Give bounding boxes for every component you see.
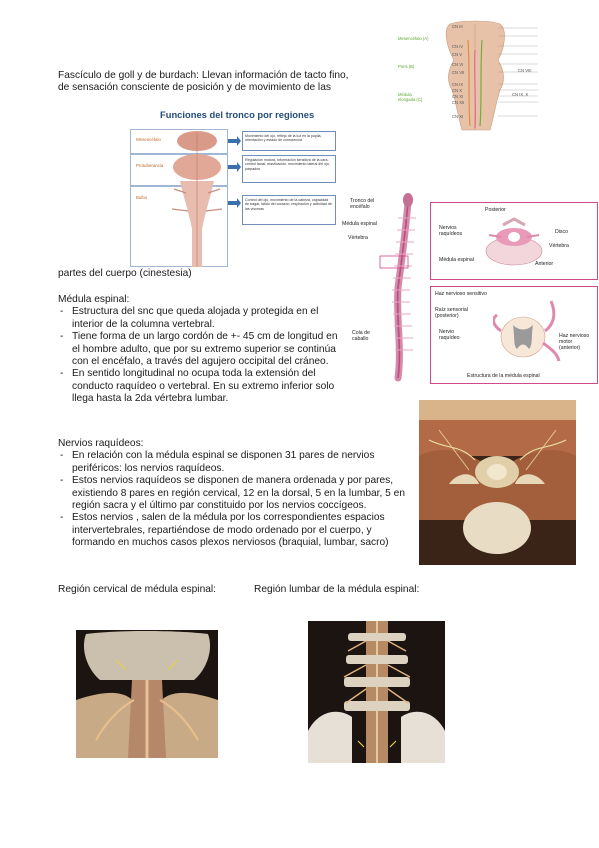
spine-inset-bottom: Haz nervioso sensitivo Raíz sensorial (p… [430,286,598,384]
inset-label-5: Anterior [535,261,554,267]
vertebra-illustration [485,217,543,266]
bs-label-right-1: CN IV [452,44,464,49]
tronco-row-frame-2 [130,185,228,267]
bs-label-left-2: Médula elongada (C) [398,92,423,102]
bs-label-right-4: CN VII [452,70,465,75]
para1-line3: partes del cuerpo (cinestesia) [58,268,192,279]
nervios-section: Nervios raquídeos: En relación con la mé… [58,438,412,550]
tronco-box-text-2: Control del ojo, movimiento de la cabeza… [245,198,332,211]
tronco-title: Funciones del tronco por regiones [160,109,315,120]
spine-inset-top: Posterior Nervios raquídeos Disco Vérteb… [430,202,598,280]
nervios-bullets: En relación con la médula espinal se dis… [58,450,412,549]
para1-line2: de sensación consciente de posición y de… [58,82,331,93]
nervios-heading: Nervios raquídeos: [58,438,144,449]
spine-label-2: Vértebra [348,235,368,241]
bs-label-right-6: CN IX [452,82,464,87]
tronco-box-0: Movimiento del ojo, reflejo de la luz en… [242,131,336,151]
nervios-bullet-2: Estos nervios , salen de la médula por l… [58,512,412,549]
inset-label-4: Médula espinal [439,257,474,263]
section-label-3: Haz nervioso motor (anterior) [559,333,590,351]
inset-label-1: Nervios raquídeos [439,225,463,237]
tronco-row-label-1: Protuberancia [136,163,164,168]
section-label-1: Raíz sensorial (posterior) [435,307,468,319]
nervios-bullet-0: En relación con la médula espinal se dis… [58,450,412,475]
tronco-box-text-1: Regulación motora, información sensitiva… [245,158,330,171]
tronco-box-1: Regulación motora, información sensitiva… [242,155,336,183]
inset-label-3: Vértebra [549,243,569,249]
tronco-arrows [228,136,241,208]
medula-bullet-0: Estructura del snc que queda alojada y p… [58,306,340,331]
tronco-figure: Funciones del tronco por regiones Mesenc… [126,103,339,268]
tronco-row-frame-0 [130,129,228,155]
brainstem-figure: Mesencéfalo (A) Pons (B) Médula elongada… [398,20,558,134]
spine-figure: Tronco del encéfalo Médula espinal Vérte… [338,188,599,386]
spine-illustration [379,193,416,382]
vertebra-cross-section-photo [419,400,576,565]
bs-label-right-7: CN X [452,88,463,93]
bs-label-right-2: CN V [452,52,463,57]
inset-label-2: Disco [555,229,568,235]
cord-section-illustration [493,300,561,362]
medula-bullet-2: En sentido longitudinal no ocupa toda la… [58,368,340,405]
lumbar-photo-render [308,621,445,763]
section-label-2: Nervio raquídeo [439,329,460,341]
bs-label-right-8: CN XI [452,94,464,99]
tronco-row-frame-1 [130,153,228,187]
lumbar-region-photo [308,621,445,763]
medula-bullets: Estructura del snc que queda alojada y p… [58,306,340,405]
tronco-box-text-0: Movimiento del ojo, reflejo de la luz en… [245,134,322,143]
bs-label-right-10: CN IX, X [512,92,529,97]
cervical-photo-render [76,630,218,758]
bs-label-left-0: Mesencéfalo (A) [398,36,429,41]
caption-cervical: Región cervical de médula espinal: [58,584,216,595]
para1-line1: Fascículo de goll y de burdach: Llevan i… [58,70,349,81]
bs-label-right-11: CN XI [452,114,464,119]
medula-bullet-1: Tiene forma de un largo cordón de +- 45 … [58,331,340,368]
tronco-row-label-2: Bulbo [136,195,148,200]
bs-label-right-3: CN VI [452,62,464,67]
bs-label-right-0: CN III [452,24,463,29]
bs-label-right-9: CN XII [452,100,465,105]
cervical-region-photo [76,630,218,758]
medula-heading: Médula espinal: [58,294,130,305]
tronco-box-2: Control del ojo, movimiento de la cabeza… [242,195,336,225]
spine-label-1: Médula espinal [342,221,377,227]
section-caption: Estructura de la médula espinal [467,373,540,379]
vertebra-photo-render [419,400,576,565]
tronco-row-label-0: Mesencéfalo [136,137,161,142]
nervios-bullet-1: Estos nervios raquídeos se disponen de m… [58,475,412,512]
brainstem-illustration [445,20,538,131]
bs-label-right-5: CN VIII [518,68,532,73]
medula-section: Médula espinal: Estructura del snc que q… [58,294,340,406]
bs-label-left-1: Pons (B) [398,64,415,69]
section-label-0: Haz nervioso sensitivo [435,291,487,297]
spine-label-0: Tronco del encéfalo [350,198,375,210]
inset-label-0: Posterior [485,207,506,213]
spine-label-3: Cola de caballo [352,330,370,342]
caption-lumbar: Región lumbar de la médula espinal: [254,584,420,595]
tronco-brainstem-illustration [171,131,223,267]
